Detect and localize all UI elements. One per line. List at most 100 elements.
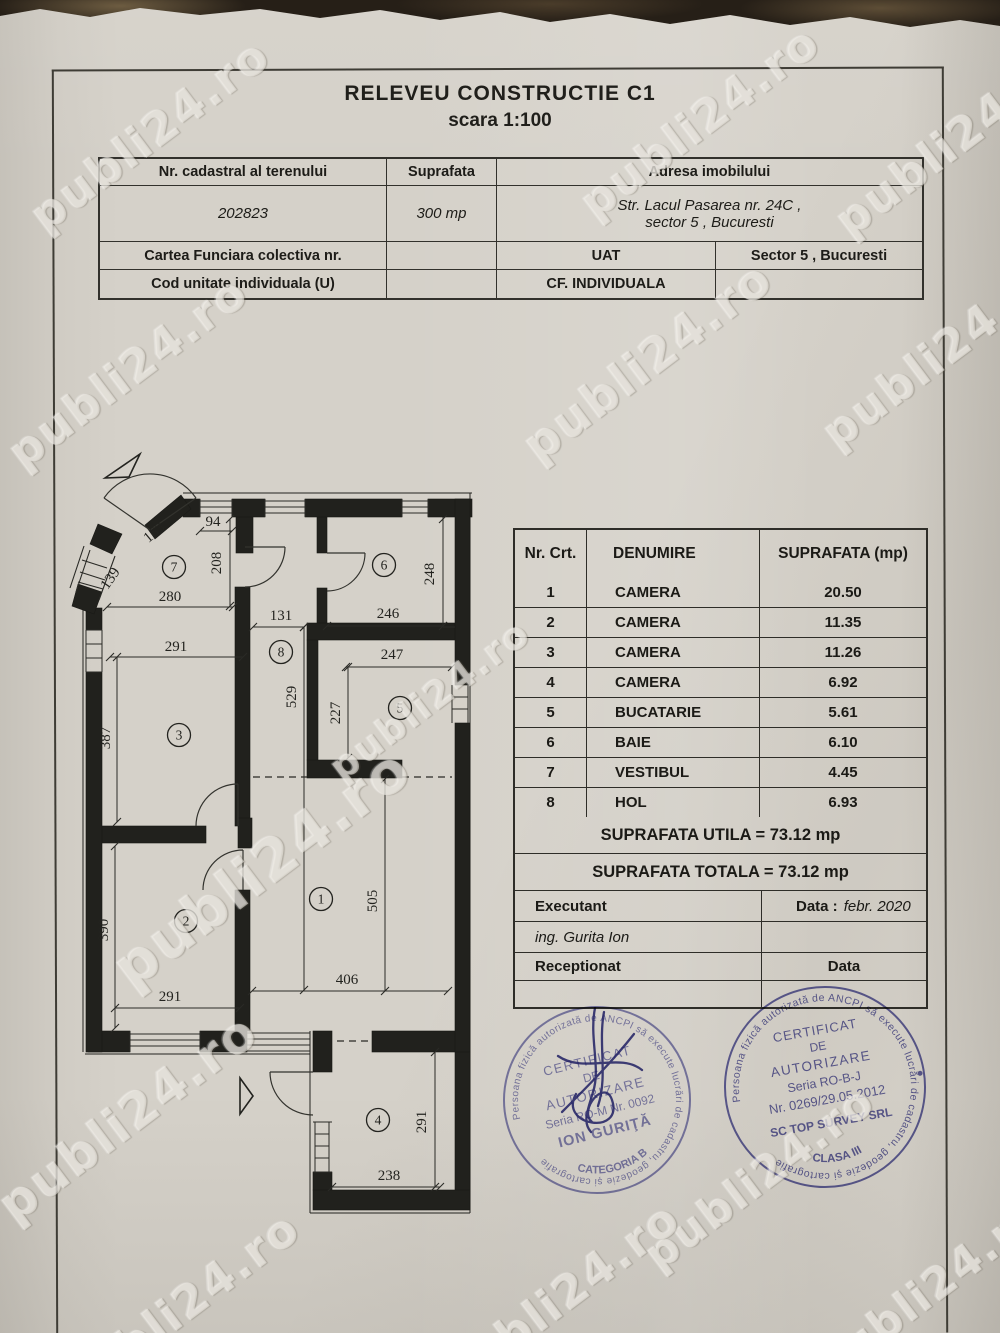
cadastral-col2-header: Suprafata [387, 159, 497, 186]
stamp-right-ink: Persoana fizică autorizată de ANCPI să e… [715, 977, 935, 1197]
plan-dashed-openings [253, 776, 452, 1042]
plan-outer-face-lines [82, 492, 472, 1214]
unit-code-label: Cod unitate individuala (U) [100, 270, 387, 298]
dimension-line [225, 514, 235, 524]
north-arrow-icon [102, 451, 143, 479]
dimension-label: 291 [165, 639, 188, 655]
uat-value: Sector 5 , Bucuresti [716, 242, 922, 270]
title-block: RELEVEU CONSTRUCTIE C1 scara 1:100 [0, 82, 1000, 132]
total-total-row: SUPRAFATA TOTALA = 73.12 mp [515, 853, 926, 890]
dimension-line [235, 1003, 245, 1013]
stamp-left-ink: Persoana fizică autorizată de ANCPI să e… [492, 994, 703, 1205]
dimension-label: 280 [159, 589, 182, 605]
executant-name-row: ing. Gurita Ion [515, 921, 926, 952]
room-name: CAMERA [587, 608, 760, 637]
room-area: 20.50 [824, 583, 862, 601]
stamp-ink-dot [917, 1070, 923, 1076]
dimension-line [225, 601, 235, 611]
receptionat-row: Receptionat Data [515, 952, 926, 980]
floor-plan: 9420828016313929138713152924624824722739… [69, 451, 473, 1214]
room-nr: 3 [515, 638, 587, 667]
room-area: 11.35 [824, 614, 862, 631]
room-marker-number: 7 [171, 560, 178, 575]
dimension-label: 529 [284, 686, 300, 709]
dimension-line [105, 652, 115, 662]
cadastral-number: 202823 [100, 186, 387, 242]
dimension-label: 291 [414, 1111, 430, 1134]
executant-name: ing. Gurita Ion [515, 922, 762, 952]
dimension-label: 247 [381, 647, 404, 663]
dimension-label: 387 [98, 726, 114, 749]
room-name: HOL [587, 788, 760, 817]
property-address: Str. Lacul Pasarea nr. 24C , sector 5 , … [497, 186, 922, 242]
dimension-label: 208 [209, 552, 225, 575]
room-marker-circle [387, 695, 413, 721]
land-book-value [387, 242, 497, 270]
dimension-line [110, 1023, 120, 1033]
dimension-line [247, 986, 257, 996]
total-util-text: SUPRAFATA UTILA = 73.12 mp [600, 825, 841, 844]
date-value: febr. 2020 [843, 897, 911, 915]
dimension-line [102, 602, 112, 612]
land-area: 300 mp [387, 186, 497, 242]
col-header-denumire: DENUMIRE [587, 530, 760, 577]
plan-walls [71, 494, 473, 1211]
dimension-label: 406 [336, 972, 359, 988]
room-name: BAIE [587, 728, 760, 757]
dimension-line [443, 986, 453, 996]
address-line-2: sector 5 , Bucuresti [645, 213, 774, 231]
dimension-line [110, 841, 120, 851]
room-area: 5.61 [828, 704, 858, 721]
col-header-nr: Nr. Crt. [515, 530, 587, 577]
dimension-label: 94 [206, 514, 222, 530]
room-marker-circle [166, 722, 192, 748]
round-stamp-ion-gurita: Persoana fizică autorizată de ANCPI să e… [492, 994, 703, 1205]
dimension-line [380, 986, 390, 996]
cadastral-header-table: Nr. cadastral al terenului Suprafata Adr… [98, 157, 924, 300]
date-cell: Data : febr. 2020 [762, 891, 926, 921]
room-nr: 5 [515, 698, 587, 727]
svg-text:DE: DE [808, 1038, 827, 1055]
room-name: CAMERA [587, 638, 760, 667]
dimension-line [112, 652, 122, 662]
executant-label: Executant [515, 891, 762, 921]
dimension-line [195, 526, 205, 536]
receptionat-sign-row [515, 980, 926, 1007]
room-marker-number: 4 [375, 1113, 382, 1128]
receptionat-label: Receptionat [515, 953, 762, 980]
room-nr: 1 [515, 577, 587, 607]
dimension-line [341, 662, 351, 672]
room-nr: 4 [515, 668, 587, 697]
room2-door-swing [202, 849, 244, 891]
room-marker-circle [161, 554, 187, 580]
date-label: Data : [796, 897, 838, 915]
document-scale: scara 1:100 [448, 110, 552, 131]
handwritten-signature [556, 1006, 644, 1134]
dimension-label: 131 [270, 608, 293, 624]
room-marker-number: 2 [183, 914, 190, 929]
hall-door-swing [244, 546, 286, 588]
receptionat-date-label: Data [827, 958, 861, 975]
dimension-line [343, 662, 353, 672]
dimension-line [447, 662, 457, 672]
room-marker-number: 8 [278, 645, 285, 660]
room-name: BUCATARIE [587, 698, 760, 727]
stamp-right-center-text: CERTIFICAT DE AUTORIZARE Seria RO-B-J Nr… [768, 1016, 894, 1141]
room-name: CAMERA [587, 577, 760, 607]
room-marker-number: 1 [318, 892, 325, 907]
dimension-line [343, 753, 353, 763]
executant-sign-cell [762, 922, 926, 952]
total-total-text: SUPRAFATA TOTALA = 73.12 mp [592, 862, 849, 881]
dimension-label: 227 [328, 701, 344, 724]
dimension-line [228, 602, 238, 612]
dimension-line [430, 1182, 440, 1192]
room-name: CAMERA [587, 668, 760, 697]
room-area: 4.45 [828, 764, 858, 781]
